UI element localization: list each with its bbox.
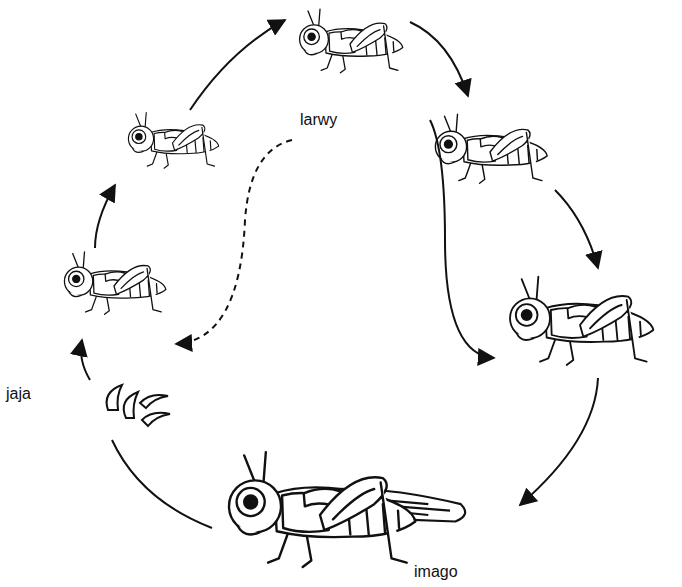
nymph-figure <box>435 114 547 183</box>
stage-label: imago <box>412 562 460 581</box>
eggs-figure <box>107 385 170 426</box>
stage-label: larwy <box>298 110 339 129</box>
nymph-figure <box>128 113 218 169</box>
cycle-arrows <box>81 20 598 528</box>
imago-figure <box>229 452 415 567</box>
nymph-figure <box>300 9 403 73</box>
nymph-figure <box>64 252 165 315</box>
stage-label: jaja <box>4 384 33 403</box>
nymph-figure <box>510 277 653 365</box>
